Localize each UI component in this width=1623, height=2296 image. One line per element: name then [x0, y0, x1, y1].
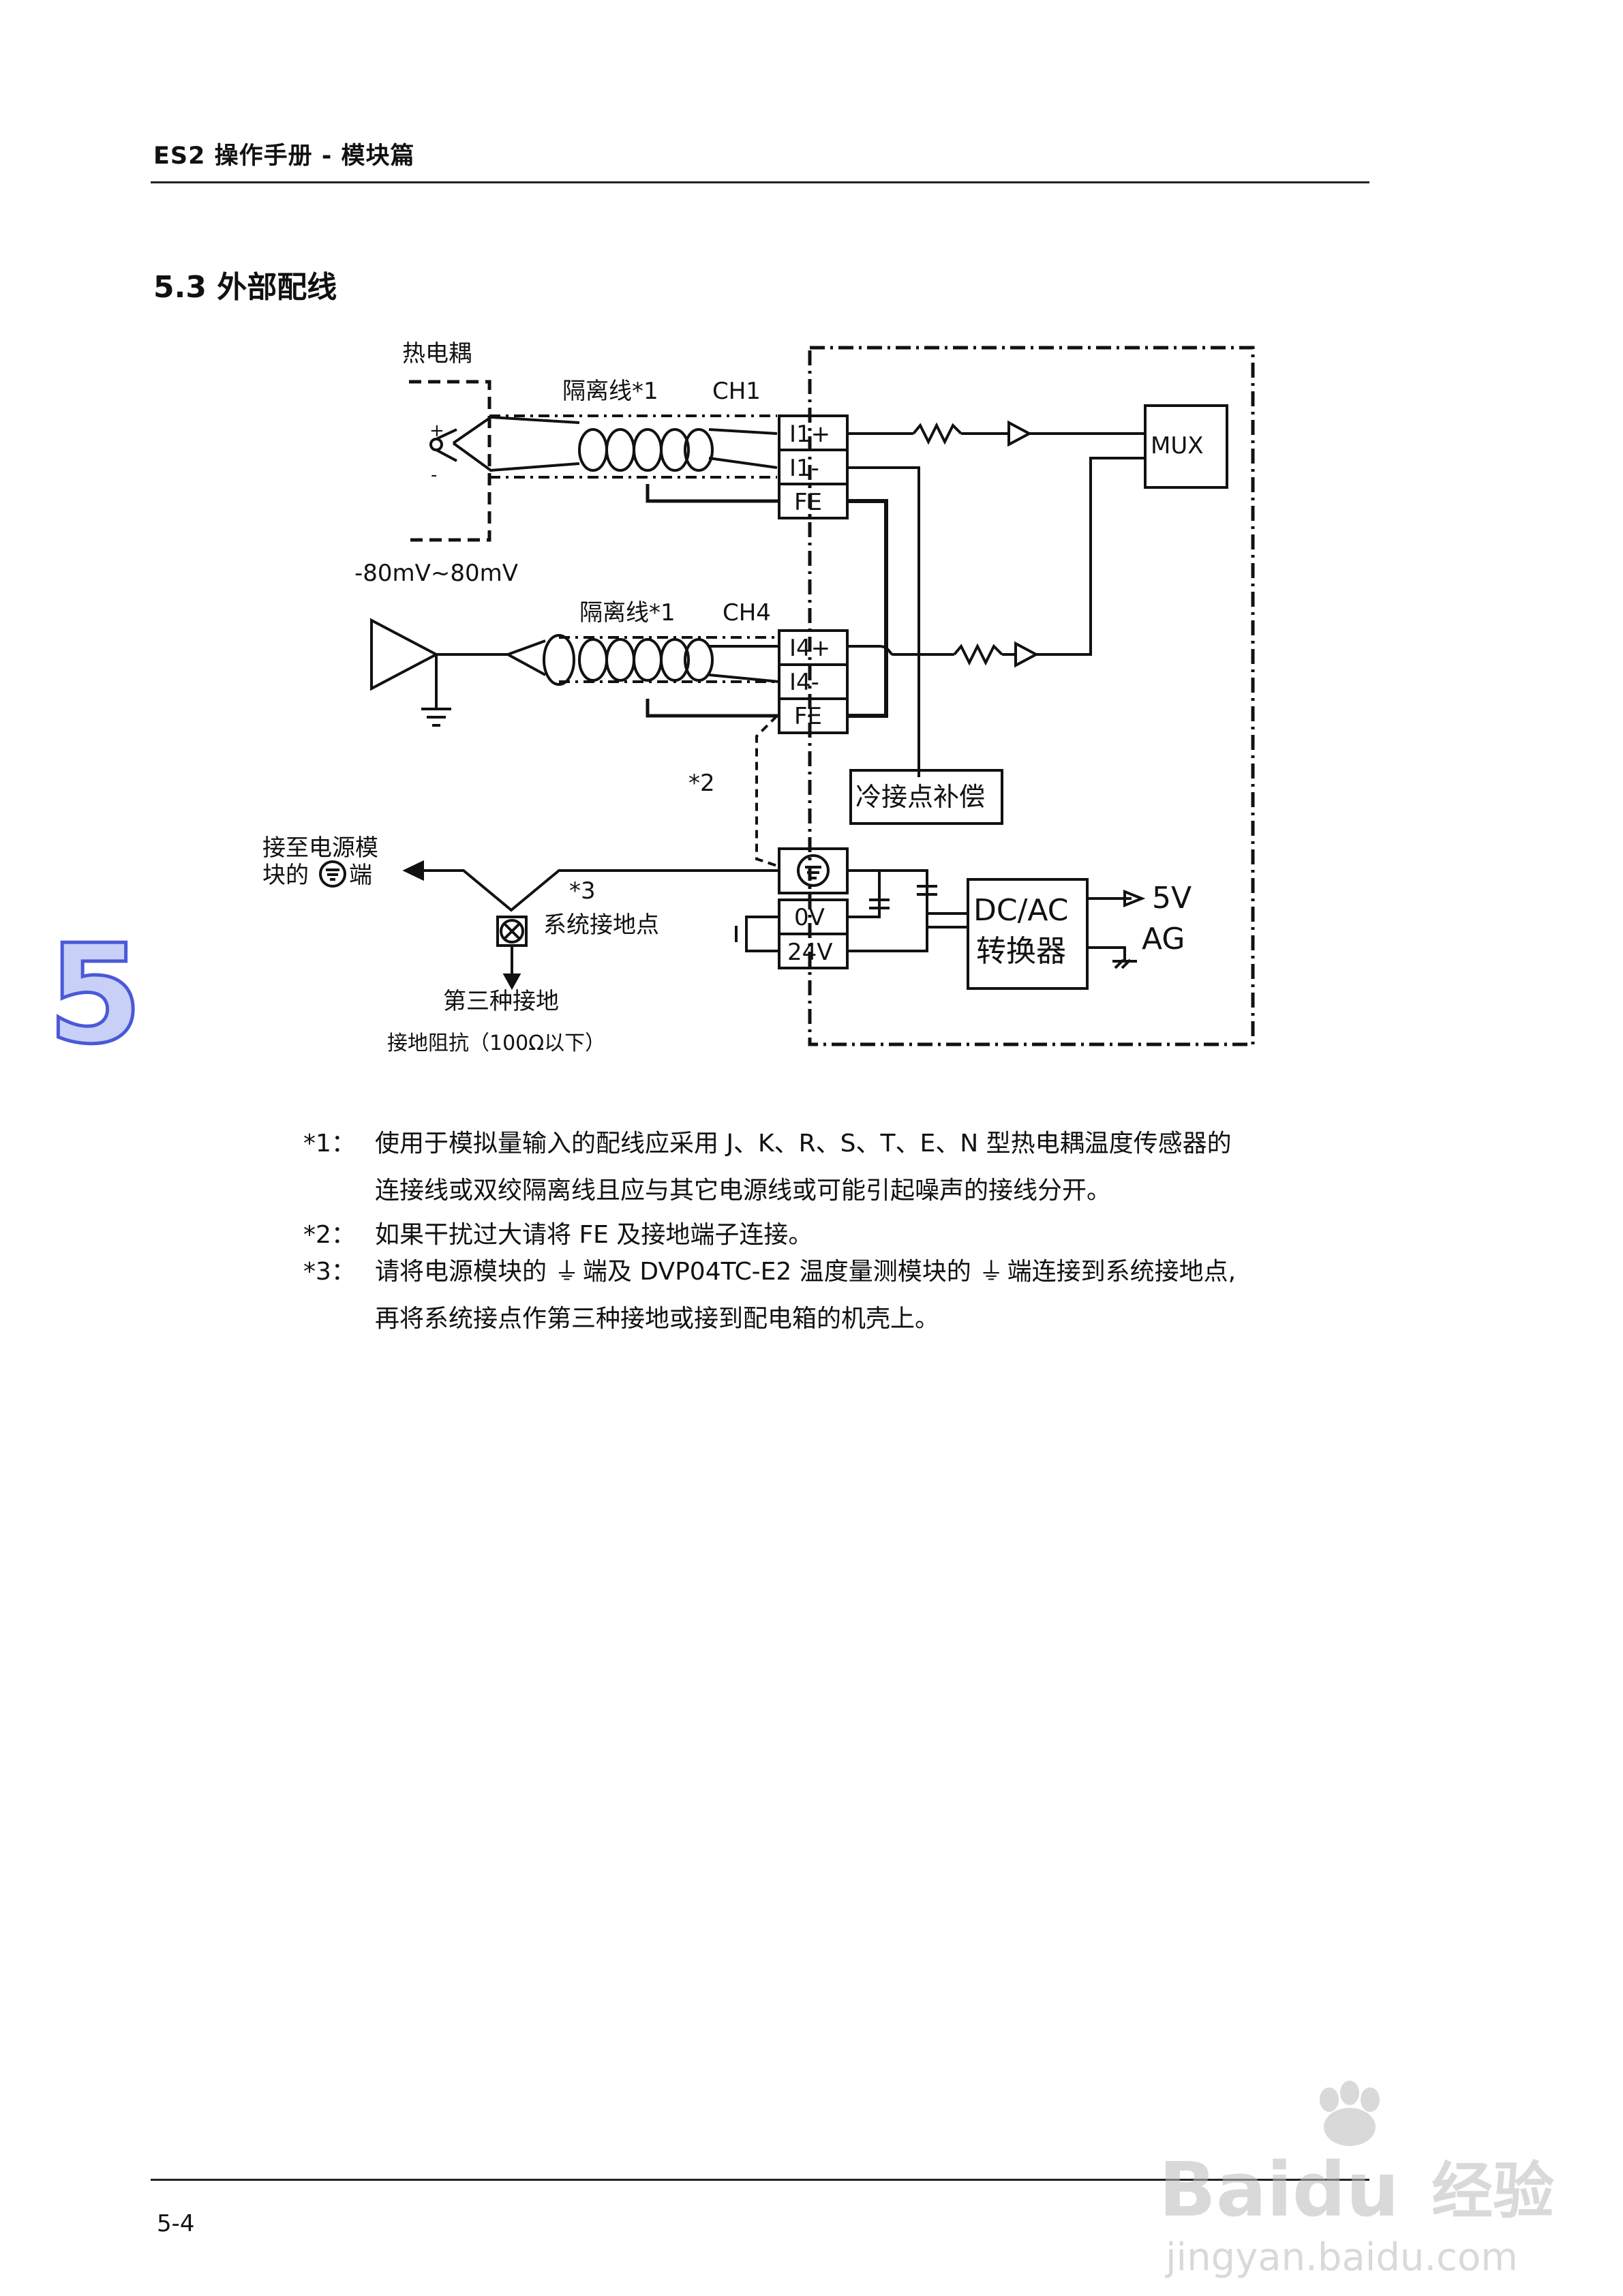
terminal-i4-plus: I4+: [789, 635, 830, 662]
watermark-brand: Baidu: [1159, 2146, 1399, 2233]
coil: [578, 428, 608, 472]
note-2: *2： 如果干扰过大请将 FE 及接地端子连接。: [303, 1220, 1367, 1252]
terminal-ch4: [778, 629, 849, 734]
coil: [605, 428, 635, 472]
out-ag: AG: [1142, 922, 1185, 956]
coil: [684, 638, 714, 682]
ch1-label: CH1: [712, 378, 761, 405]
converter-line2: 转换器: [976, 934, 1066, 969]
wiring-diagram: 热电耦 隔离线*1 CH1 + - -80mV~80mV 隔离线*1 CH4 I…: [262, 340, 1255, 1055]
ground-icon: ⏚: [554, 1258, 579, 1286]
range-label: -80mV~80mV: [354, 560, 518, 587]
third-ground-label: 第三种接地: [443, 988, 559, 1015]
converter-box: [967, 878, 1089, 990]
module-border: [808, 346, 1255, 1046]
coil: [605, 638, 635, 682]
note-2-mark: *2：: [303, 1220, 356, 1249]
note-3-part-3: 端连接到系统接地点,: [1007, 1258, 1237, 1286]
mux-label: MUX: [1151, 432, 1204, 459]
note-3-part-1: 请将电源模块的: [375, 1258, 547, 1286]
cold-junction-box: [849, 769, 1003, 825]
note-1-line-2: 连接线或双绞隔离线且应与其它电源线或可能引起噪声的接线分开。: [375, 1176, 1112, 1205]
note-2-line-1: 如果干扰过大请将 FE 及接地端子连接。: [375, 1220, 813, 1249]
resistor-ch1: [912, 422, 962, 445]
system-ground-label: 系统接地点: [543, 911, 659, 939]
mux-box: [1144, 404, 1228, 489]
note2-mark: *2: [688, 770, 715, 797]
note-1-line-1: 使用于模拟量输入的配线应采用 J、K、R、S、T、E、N 型热电耦温度传感器的: [375, 1130, 1232, 1158]
note-3-line-1: 请将电源模块的 ⏚ 端及 DVP04TC-E2 温度量测模块的 ⏚ 端连接到系统…: [375, 1256, 1367, 1288]
section-title: 5.3 外部配线: [153, 270, 337, 305]
ch4-source: [370, 618, 440, 691]
ground-resistance-label: 接地阻抗（100Ω以下）: [387, 1031, 605, 1055]
watermark-cn: 经验: [1431, 2156, 1554, 2227]
minus-label: -: [431, 465, 437, 485]
note-3-line-2: 再将系统接点作第三种接地或接到配电箱的机壳上。: [375, 1305, 940, 1333]
terminal-24v: 24V: [787, 939, 833, 966]
power-module-label-end: 端: [349, 862, 372, 889]
note-3-part-2: 端及 DVP04TC-E2 温度量测模块的: [582, 1258, 971, 1286]
watermark-url: jingyan.baidu.com: [1164, 2235, 1518, 2280]
terminal-i1-minus: I1-: [789, 455, 819, 482]
cold-junction-label: 冷接点补偿: [855, 782, 985, 812]
out-5v: 5V: [1152, 881, 1192, 916]
coil: [660, 638, 690, 682]
thermocouple-label: 热电耦: [402, 340, 472, 367]
shield-ch1-label: 隔离线*1: [562, 378, 658, 405]
ground-icon: ⏚: [979, 1258, 1004, 1286]
thermocouple-box: [409, 380, 491, 542]
ch4-shield: [559, 636, 777, 683]
note3-mark: *3: [569, 877, 596, 905]
ch1-shield: [489, 414, 777, 479]
converter-line1: DC/AC: [973, 893, 1068, 928]
header-rule: [151, 181, 1369, 183]
plus-label: +: [429, 421, 444, 441]
coil: [660, 428, 690, 472]
coil: [633, 638, 663, 682]
terminal-fe-ch1: FE: [794, 489, 822, 516]
header-title: ES2 操作手册 - 模块篇: [153, 142, 415, 170]
terminal-i1-plus: I1+: [789, 421, 830, 448]
note-3-mark: *3：: [303, 1258, 356, 1286]
resistor-ch4: [953, 643, 1003, 666]
power-module-label-2: 块的: [262, 862, 309, 889]
terminal-0v: 0V: [794, 904, 825, 931]
coil: [684, 428, 714, 472]
notes: *1： 使用于模拟量输入的配线应采用 J、K、R、S、T、E、N 型热电耦温度传…: [303, 1128, 1367, 1341]
coil: [578, 638, 608, 682]
baidu-watermark: Baidu 经验 jingyan.baidu.com: [1159, 2081, 1554, 2280]
chapter-tab: 5: [46, 916, 144, 1074]
shield-ch4-label: 隔离线*1: [579, 599, 676, 626]
note-3: *3： 请将电源模块的 ⏚ 端及 DVP04TC-E2 温度量测模块的 ⏚ 端连…: [303, 1256, 1367, 1335]
page-number: 5-4: [157, 2210, 195, 2237]
terminal-i4-minus: I4-: [789, 669, 819, 696]
power-module-label-1: 接至电源模: [262, 834, 378, 862]
terminal-fe-ch4: FE: [794, 703, 822, 730]
note-1-mark: *1：: [303, 1130, 356, 1158]
note-1: *1： 使用于模拟量输入的配线应采用 J、K、R、S、T、E、N 型热电耦温度传…: [303, 1128, 1367, 1207]
ch4-label: CH4: [723, 599, 771, 626]
footer-rule: [151, 2179, 1369, 2181]
coil: [633, 428, 663, 472]
